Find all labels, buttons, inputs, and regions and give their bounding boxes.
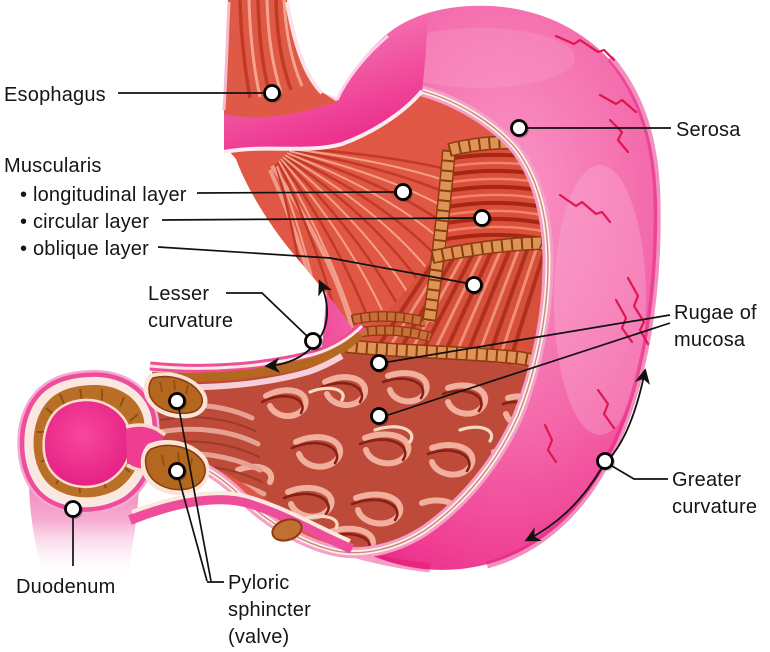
serosa-marker-dot xyxy=(510,119,529,138)
longitudinal-marker-dot xyxy=(394,183,413,202)
rugae-upper-marker-dot xyxy=(370,354,389,373)
mucosa-lining-rim xyxy=(184,85,554,559)
pyloric-lower-marker-dot xyxy=(168,462,187,481)
annotations xyxy=(64,84,671,583)
label-serosa: Serosa xyxy=(676,119,741,141)
circular-layer xyxy=(446,145,548,255)
rugae-upper-leader xyxy=(387,314,671,363)
lesser-curvature-marker-dot xyxy=(304,332,323,351)
label-rugae-of-mucosa: Rugae of mucosa xyxy=(674,302,757,351)
label-longitudinal-layer: • longitudinal layer xyxy=(20,184,187,206)
pyloric-upper-leader xyxy=(178,408,212,582)
esophagus-marker-dot xyxy=(263,84,282,103)
rugae-top-edge xyxy=(345,339,548,383)
label-muscularis-heading: Muscularis xyxy=(4,155,102,177)
greater-curvature-leader xyxy=(611,465,668,480)
label-duodenum: Duodenum xyxy=(16,576,116,598)
duodenum-marker-dot xyxy=(64,500,83,519)
label-pyloric-sphincter: Pyloric sphincter (valve) xyxy=(228,572,311,648)
oblique-marker-dot xyxy=(465,276,484,295)
duodenum-bulb xyxy=(17,369,167,515)
circular-marker-dot xyxy=(473,209,492,228)
rugae-lower-marker-dot xyxy=(370,407,389,426)
marker-dots xyxy=(64,84,615,519)
pyloric-lower-leader xyxy=(178,478,208,582)
circular-leader xyxy=(161,217,474,221)
label-greater-curvature: Greater curvature xyxy=(672,469,758,518)
pyloric-upper-marker-dot xyxy=(168,392,187,411)
label-lesser-curvature: Lesser curvature xyxy=(148,283,234,332)
esophagus-tube xyxy=(222,0,337,118)
label-oblique-layer: • oblique layer xyxy=(20,238,149,260)
label-circular-layer: • circular layer xyxy=(20,211,150,233)
oblique-leader xyxy=(157,246,467,284)
longitudinal-leader xyxy=(196,191,395,194)
label-esophagus: Esophagus xyxy=(4,84,106,106)
greater-curvature-marker-dot xyxy=(596,452,615,471)
